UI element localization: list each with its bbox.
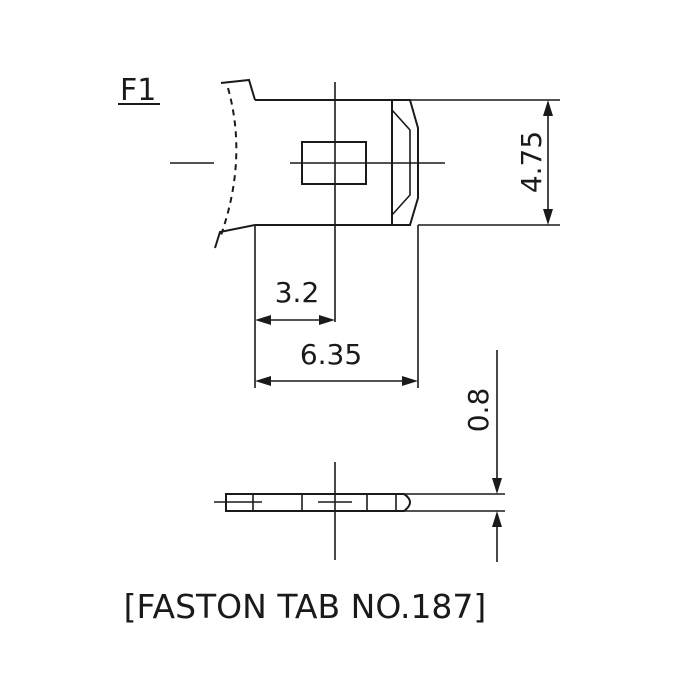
- height-dim-text: 4.75: [515, 131, 548, 193]
- thickness-dimension: 0.8: [404, 350, 505, 562]
- height-dimension: 4.75: [392, 99, 560, 226]
- full-width-arrow-right: [402, 376, 418, 386]
- break-line: [219, 87, 238, 239]
- half-width-dim-text: 3.2: [275, 276, 320, 309]
- width-dimensions: 3.2 6.35: [254, 225, 419, 388]
- figure-label: F1: [120, 73, 156, 108]
- break-bottom-flap: [214, 224, 256, 249]
- thickness-dim-text: 0.8: [462, 388, 495, 433]
- height-arrow-bottom: [543, 209, 553, 225]
- height-arrow-top: [543, 100, 553, 116]
- figure-caption: [FASTON TAB NO.187]: [124, 587, 487, 626]
- half-width-arrow-right: [319, 315, 335, 325]
- full-width-arrow-left: [255, 376, 271, 386]
- full-width-dim-text: 6.35: [300, 338, 362, 371]
- tab-side-view: [214, 462, 411, 560]
- thickness-arrow-bottom: [492, 511, 502, 527]
- thickness-arrow-top: [492, 478, 502, 494]
- half-width-arrow-left: [255, 315, 271, 325]
- break-top-flap: [220, 78, 256, 101]
